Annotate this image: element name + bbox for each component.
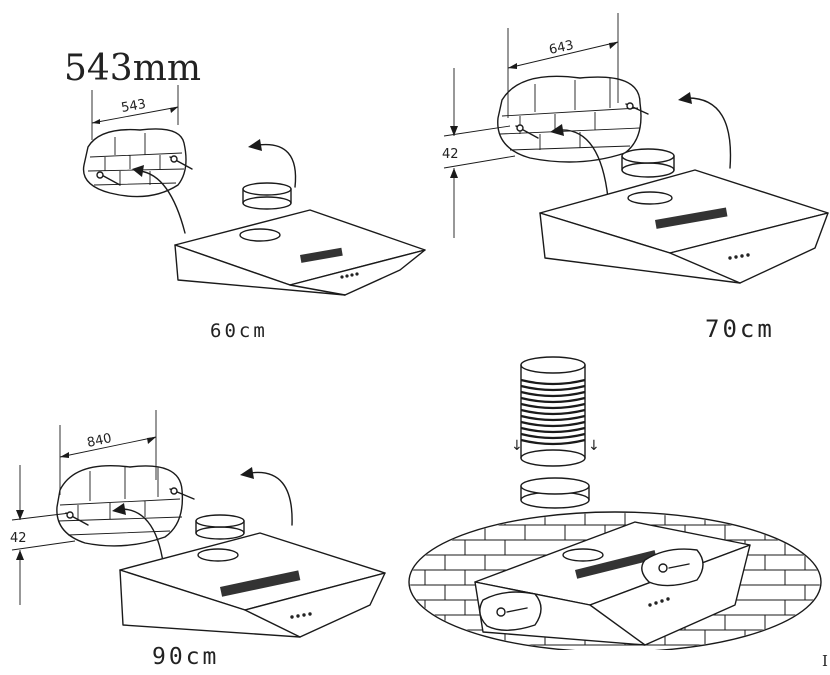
flexible-duct bbox=[520, 356, 586, 467]
down-arrow-right: ↓ bbox=[588, 438, 600, 454]
width-title: 543mm bbox=[64, 48, 201, 89]
duct-collar bbox=[621, 148, 675, 178]
duct-collar bbox=[242, 182, 292, 210]
down-arrow-left: ↓ bbox=[511, 438, 523, 454]
height-dimension-value: 42 bbox=[10, 531, 27, 546]
range-hood-70cm bbox=[539, 169, 829, 284]
hang-arrow bbox=[132, 165, 186, 234]
mounting-screws bbox=[96, 155, 193, 186]
width-dimension-value: 840 bbox=[86, 431, 113, 451]
duct-installation-diagram: ↓ ↓ bbox=[408, 356, 822, 650]
width-dimension-value: 643 bbox=[548, 38, 575, 58]
control-buttons bbox=[648, 597, 670, 607]
height-dimension-value: 42 bbox=[442, 147, 459, 162]
size-label-90cm: 90cm bbox=[152, 644, 220, 670]
mounting-screws bbox=[65, 487, 195, 526]
width-dimension-line: 543 bbox=[91, 85, 179, 140]
left-wall-bracket bbox=[479, 591, 542, 631]
wall-bricks bbox=[497, 75, 642, 163]
duct-arrow bbox=[678, 92, 732, 169]
control-buttons bbox=[340, 272, 359, 279]
range-hood-90cm bbox=[119, 532, 386, 638]
hang-arrow bbox=[550, 124, 609, 199]
size-label-60cm: 60cm bbox=[210, 320, 268, 342]
hood-90cm-diagram: 42 840 bbox=[10, 410, 386, 638]
width-dimension-line: 643 bbox=[507, 13, 619, 118]
duct-collar bbox=[520, 477, 590, 509]
range-hood-mounted bbox=[474, 521, 751, 646]
size-label-70cm: 70cm bbox=[705, 315, 775, 343]
duct-arrow bbox=[240, 467, 293, 526]
duct-collar bbox=[195, 514, 245, 540]
right-wall-bracket bbox=[641, 548, 704, 587]
range-hood-60cm bbox=[174, 209, 426, 296]
control-buttons bbox=[290, 612, 312, 619]
hood-70cm-diagram: 42 643 bbox=[442, 13, 829, 284]
wall-bricks bbox=[82, 128, 187, 198]
height-dimension-line: 42 bbox=[442, 68, 516, 238]
hood-60cm-diagram: 543 bbox=[82, 85, 426, 296]
duct-arrow bbox=[248, 139, 297, 188]
height-dimension-line: 42 bbox=[10, 465, 76, 605]
wall-bricks bbox=[56, 464, 184, 547]
width-dimension-line: 840 bbox=[59, 410, 157, 495]
mounting-screws bbox=[515, 102, 649, 139]
width-dimension-value: 543 bbox=[120, 97, 147, 116]
corner-mark: I bbox=[822, 652, 828, 670]
control-buttons bbox=[728, 253, 750, 260]
